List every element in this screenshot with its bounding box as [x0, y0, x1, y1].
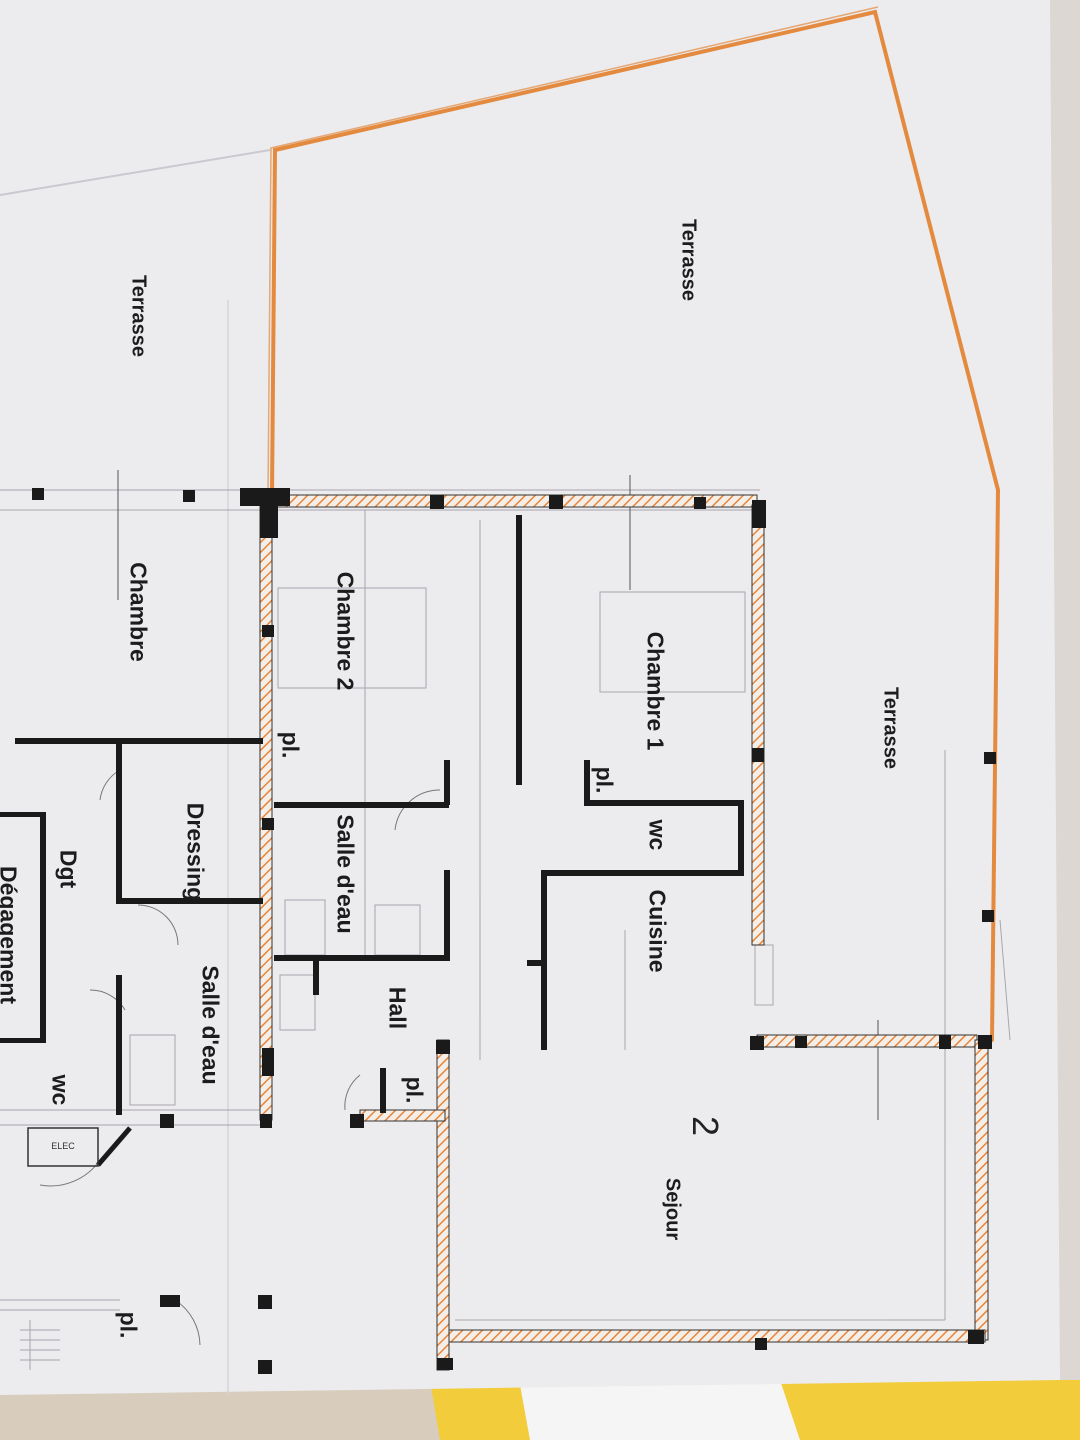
exterior-walls [259, 494, 989, 1371]
closet-label-pl-2: pl. [591, 766, 618, 794]
elec-label: ELEC [51, 1141, 75, 1151]
room-label-cuisine: Cuisine [644, 889, 671, 973]
room-label-terrasse-left: Terrasse [127, 275, 150, 357]
elec-box [27, 1127, 99, 1167]
unit-number: 2 [685, 1115, 726, 1137]
room-label-terrasse-right: Terrasse [879, 687, 902, 769]
room-label-dressing: Dressing [182, 802, 209, 902]
closet-label-pl-4: pl. [115, 1311, 142, 1339]
closet-label-pl-3: pl. [401, 1076, 428, 1104]
room-label-chambre-2: Chambre 2 [332, 571, 359, 691]
room-label-sejour: Sejour [661, 1177, 684, 1241]
paper-fold [0, 149, 271, 196]
interior-walls [0, 488, 744, 1167]
room-label-degagement: Dégagement [0, 865, 22, 1005]
paper-sheet-under [520, 1380, 800, 1440]
terrace-boundary-inner [267, 6, 879, 496]
room-label-salle-deau-1: Salle d'eau [332, 814, 359, 934]
room-label-chambre-1: Chambre 1 [642, 631, 669, 751]
room-label-hall: Hall [384, 986, 411, 1030]
room-label-terrasse-top: Terrasse [677, 219, 700, 301]
room-label-chambre: Chambre [125, 562, 152, 662]
room-label-salle-deau-2: Salle d'eau [197, 965, 224, 1085]
closet-label-pl-1: pl. [277, 731, 304, 759]
room-label-wc-2: wc [47, 1074, 74, 1106]
room-label-wc-1: wc [644, 819, 671, 851]
columns [32, 488, 996, 1374]
room-label-dgt: Dgt [55, 849, 82, 889]
